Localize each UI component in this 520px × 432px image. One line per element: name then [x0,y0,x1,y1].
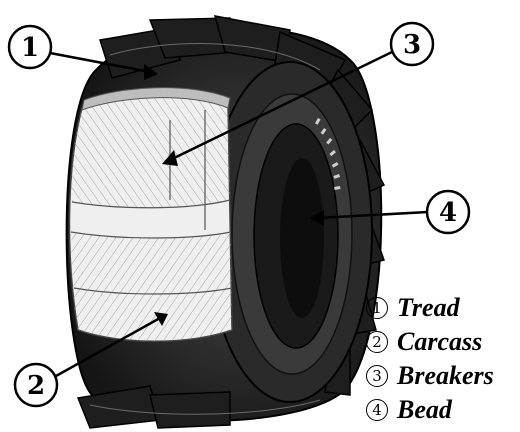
legend-label: Breakers [397,363,494,389]
legend-item-breakers: 3 Breakers [366,359,516,393]
legend-item-bead: 4 Bead [366,393,516,427]
callout-tread: 1 [9,26,51,68]
legend: 1 Tread 2 Carcass 3 Breakers 4 Bead [366,291,516,427]
legend-number: 4 [366,399,388,421]
tire-sidewall [208,62,372,402]
legend-label: Carcass [397,329,482,355]
legend-number: 2 [366,331,388,353]
carcass-cutaway [69,88,232,342]
legend-label: Tread [397,295,460,321]
svg-text:1: 1 [21,33,39,63]
callout-carcass: 2 [15,364,57,406]
legend-item-tread: 1 Tread [366,291,516,325]
legend-label: Bead [397,397,452,423]
svg-text:3: 3 [403,30,421,60]
callout-breakers: 3 [391,23,433,65]
svg-text:4: 4 [439,198,457,228]
legend-number: 1 [366,297,388,319]
callout-bead: 4 [427,191,469,233]
legend-number: 3 [366,365,388,387]
svg-text:2: 2 [27,371,45,401]
legend-item-carcass: 2 Carcass [366,325,516,359]
